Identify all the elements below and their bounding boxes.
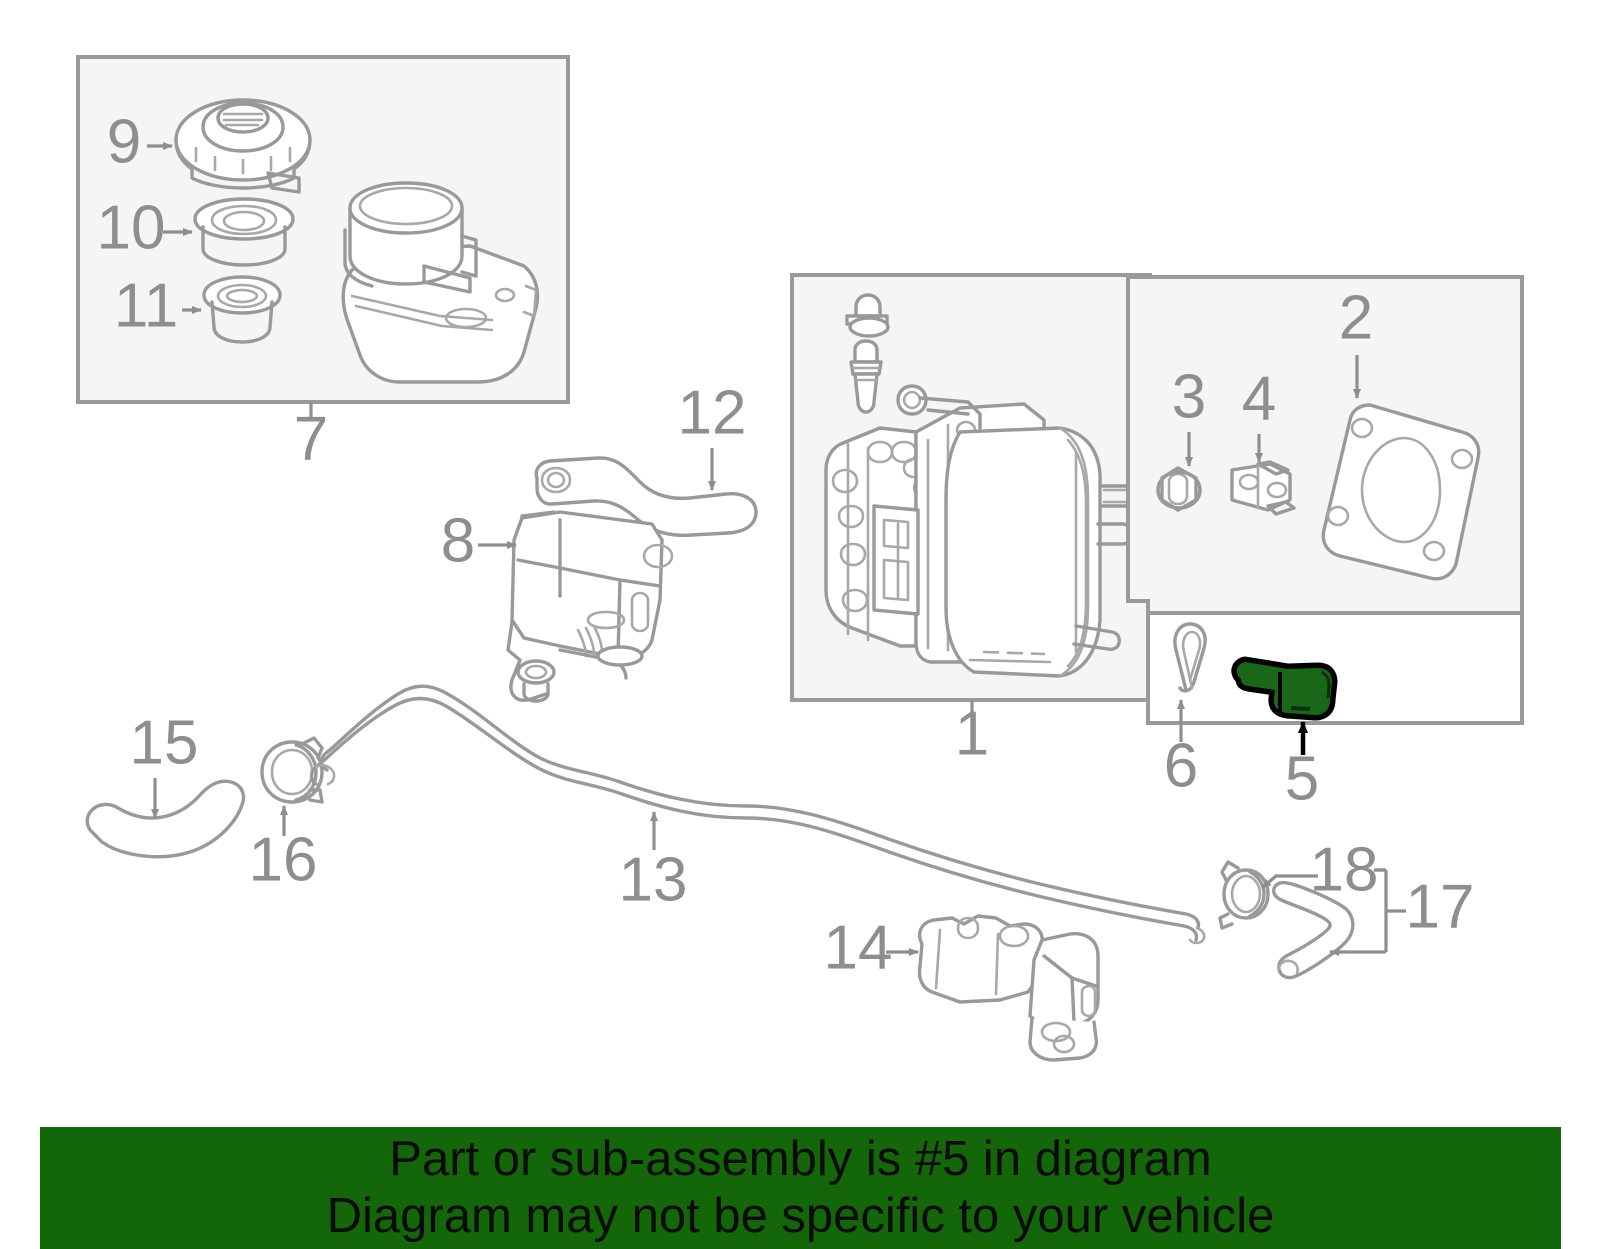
callout-number-11: 11 [114,271,178,340]
part-highlight-banner: Part or sub-assembly is #5 in diagram Di… [40,1127,1561,1249]
hose-17-illustration [1272,880,1355,980]
support-bracket-illustration [917,914,1100,1062]
clip-bracket-illustration [1230,460,1296,516]
callout-number-10: 10 [97,193,166,262]
clevis-pin-highlighted-illustration [1231,656,1338,721]
callout-number-14: 14 [824,913,893,982]
callout-number-8: 8 [441,506,475,575]
callout-number-7: 7 [294,404,328,473]
callout-number-16: 16 [249,825,318,894]
master-cylinder-booster-illustration [824,384,1152,678]
callout-number-4: 4 [1242,364,1276,433]
callout-number-15: 15 [130,708,199,777]
callout-number-3: 3 [1172,362,1206,431]
callout-number-5: 5 [1285,744,1319,813]
curved-hose-illustration [534,456,758,538]
callout-number-6: 6 [1164,731,1198,800]
reservoir-grommet-large-illustration [193,197,295,267]
pin-group-box [1146,611,1524,725]
mounting-bracket-illustration [506,510,674,703]
booster-small-bolt-illustration [845,293,890,338]
banner-line-2: Diagram may not be specific to your vehi… [326,1189,1275,1243]
callout-leader-18 [1260,874,1318,890]
callout-number-9: 9 [107,107,141,176]
callout-number-13: 13 [619,845,688,914]
brake-line-tube-illustration [309,684,1206,945]
callout-number-2: 2 [1339,283,1373,352]
callout-number-17: 17 [1406,872,1475,941]
hose-clamp-right-illustration [1218,860,1270,930]
reservoir-cap-illustration [174,98,312,194]
reservoir-grommet-small-illustration [202,275,282,344]
cotter-pin-illustration [1173,622,1207,693]
booster-gasket-plate-illustration [1321,403,1481,581]
booster-pressure-switch-illustration [849,339,883,414]
short-hose-illustration [85,779,246,859]
reservoir-tank-illustration [341,181,540,384]
flange-nut-illustration [1156,466,1202,512]
banner-line-1: Part or sub-assembly is #5 in diagram [389,1132,1212,1186]
callout-number-18: 18 [1310,835,1379,904]
callout-number-1: 1 [955,699,989,768]
callout-leader-17 [1330,868,1406,952]
callout-number-12: 12 [678,378,747,447]
